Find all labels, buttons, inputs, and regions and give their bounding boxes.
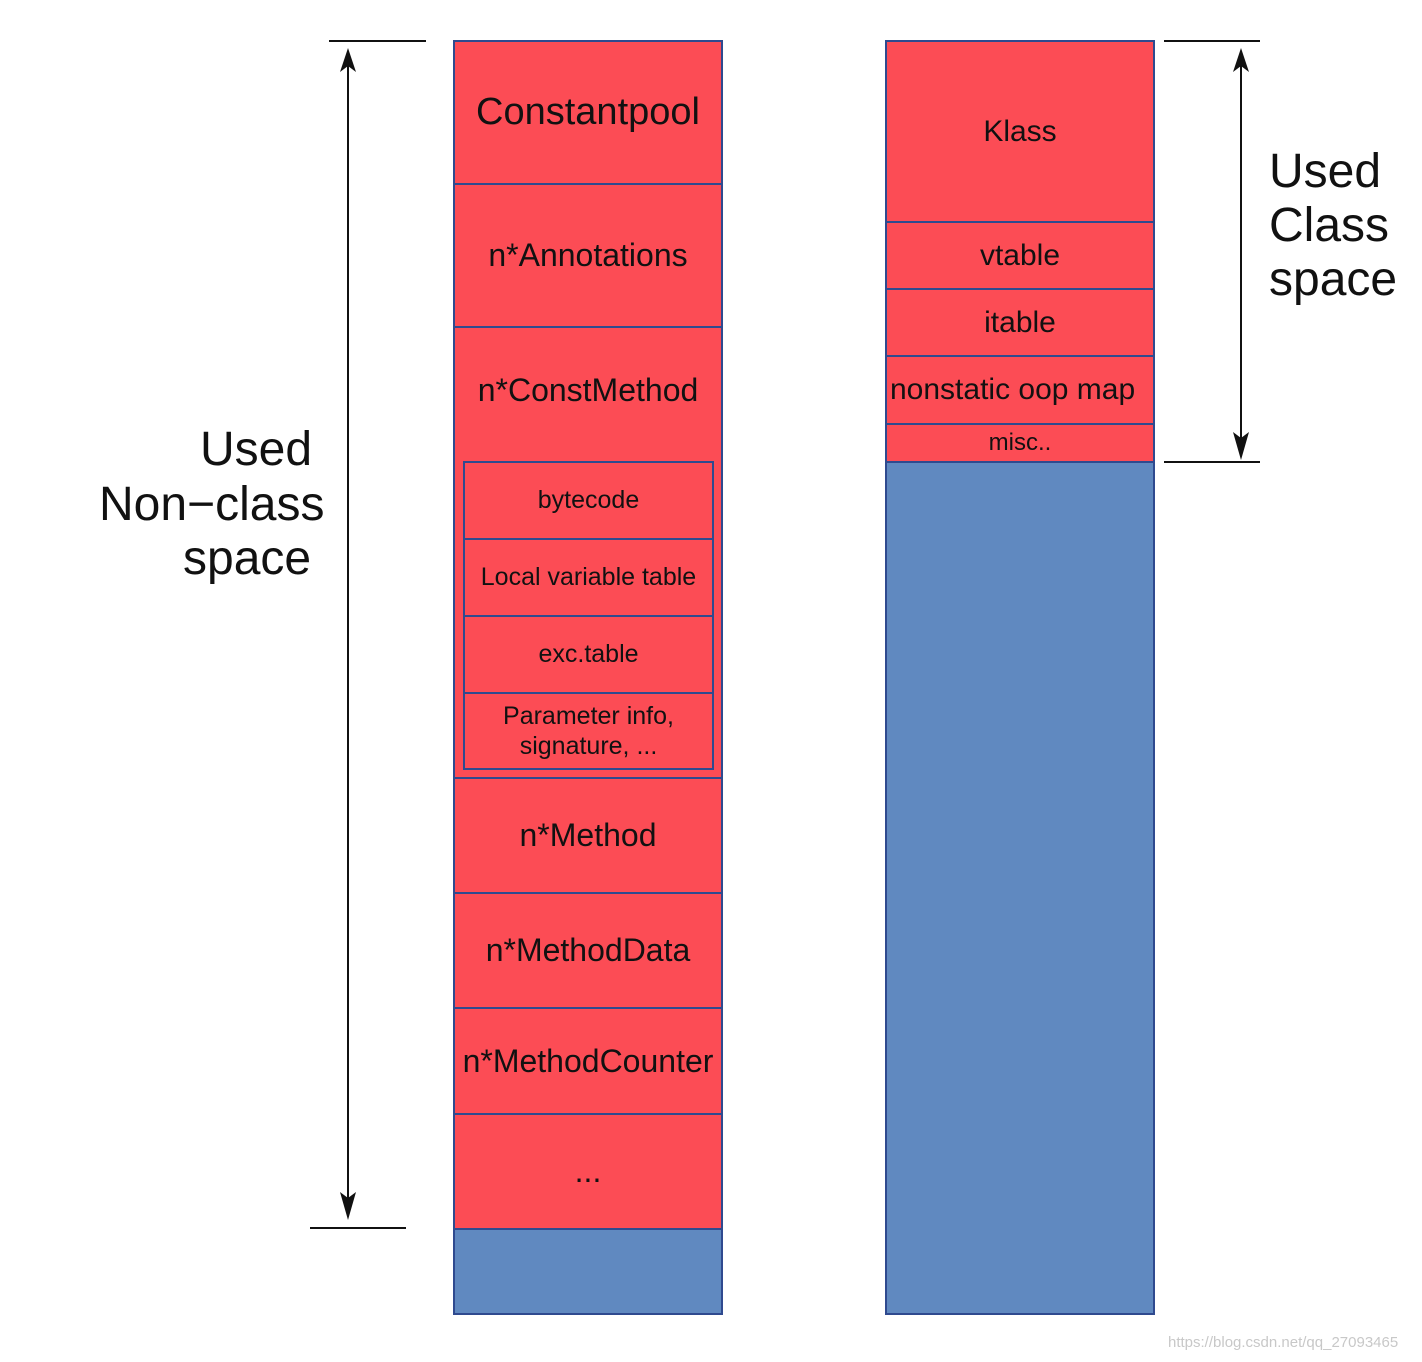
ellipsis-block: ... [453,1113,723,1230]
exc-table-label: exc.table [538,640,639,668]
non-class-top-tick [329,40,426,42]
non-class-label-line2: Non−class [99,478,325,531]
non-class-bottom-tick [310,1227,406,1229]
class-top-tick [1164,40,1260,42]
non-class-label-line3: space [183,532,312,585]
watermark: https://blog.csdn.net/qq_27093465 [1168,1334,1399,1351]
non-class-space-label-used: Used [200,423,312,477]
methoddata-block: n*MethodData [453,892,723,1009]
ellipsis-label: ... [574,1153,602,1189]
class-label-line1: Used [1269,145,1382,198]
methodcounter-label: n*MethodCounter [462,1042,714,1079]
class-space-label-space: space [1269,253,1397,307]
non-class-free-block [453,1228,723,1315]
non-class-label-line1: Used [200,423,313,476]
bytecode-label: bytecode [537,486,640,514]
misc-block: misc.. [885,423,1155,463]
local-variable-table-block: Local variable table [463,538,714,617]
annotations-block: n*Annotations [453,183,723,328]
non-class-span-arrow [340,48,356,1220]
nonstatic-oop-map-block: nonstatic oop map [885,355,1155,425]
nonstatic-oop-map-label: nonstatic oop map [890,373,1136,406]
class-space-label-used: Used [1269,145,1381,199]
vtable-block: vtable [885,221,1155,290]
local-variable-table-label: Local variable table [480,563,697,591]
method-block: n*Method [453,777,723,894]
itable-label: itable [984,305,1056,339]
parameter-info-label: Parameter info, signature, ... [503,702,674,760]
non-class-space-label-nonclass: Non−class [99,478,324,532]
exc-table-block: exc.table [463,615,714,694]
non-class-space-label-space: space [183,532,311,586]
klass-block: Klass [885,40,1155,223]
bytecode-block: bytecode [463,461,714,540]
constantpool-label: Constantpool [476,91,700,133]
klass-label: Klass [983,114,1057,148]
vtable-label: vtable [979,238,1061,272]
annotations-label: n*Annotations [488,237,688,273]
methodcounter-block: n*MethodCounter [453,1007,723,1115]
class-bottom-tick [1164,461,1260,463]
method-label: n*Method [519,817,657,853]
misc-label: misc.. [988,429,1052,456]
itable-block: itable [885,288,1155,357]
class-label-line3: space [1269,253,1398,306]
methoddata-label: n*MethodData [485,932,691,968]
class-span-arrow [1233,48,1249,460]
constmethod-label: n*ConstMethod [477,372,699,408]
class-label-line2: Class [1269,199,1390,252]
class-free-block [885,461,1155,1315]
class-space-label-class: Class [1269,199,1389,253]
parameter-info-block: Parameter info, signature, ... [463,692,714,770]
constantpool-block: Constantpool [453,40,723,185]
